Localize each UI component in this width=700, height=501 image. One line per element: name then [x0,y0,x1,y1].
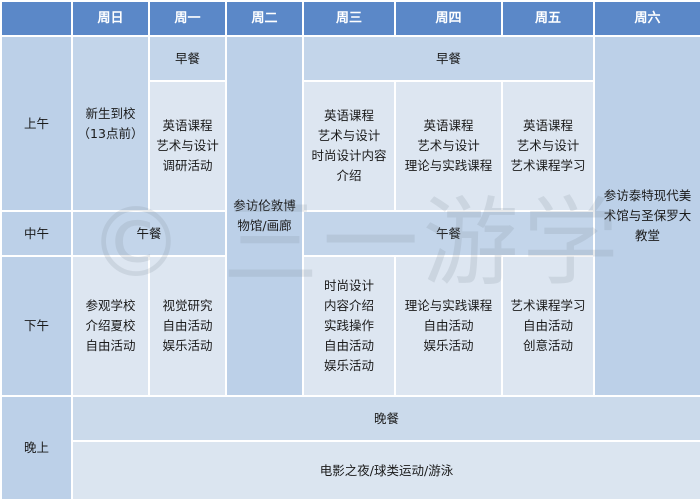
cell-sun-morning: 新生到校（13点前） [71,35,150,212]
cell-mon-breakfast: 早餐 [148,35,227,82]
header-corner [0,0,73,37]
cell-wed-afternoon: 时尚设计内容介绍实践操作自由活动娱乐活动 [302,255,396,397]
period-morning: 上午 [0,35,73,212]
cell-wed-morning: 英语课程艺术与设计时尚设计内容介绍 [302,80,396,212]
header-day-sat: 周六 [593,0,700,37]
cell-text: 参访伦敦博物馆/画廊 [233,198,296,233]
cell-dinner: 晚餐 [71,395,700,442]
cell-mon-afternoon: 视觉研究自由活动娱乐活动 [148,255,227,397]
cell-text: 英语课程艺术与设计艺术课程学习 [510,118,586,173]
period-afternoon: 下午 [0,255,73,397]
cell-text: 理论与实践课程自由活动娱乐活动 [404,298,493,353]
period-noon: 中午 [0,210,73,257]
header-day-sun: 周日 [71,0,150,37]
cell-text: 英语课程艺术与设计理论与实践课程 [404,118,493,173]
cell-text: 参观学校介绍夏校自由活动 [85,298,136,353]
header-row: 周日 周一 周二 周三 周四 周五 周六 [0,0,700,37]
header-day-tue: 周二 [225,0,304,37]
cell-text: 视觉研究自由活动娱乐活动 [162,298,213,353]
cell-text: 艺术课程学习自由活动创意活动 [510,298,586,353]
header-day-thu: 周四 [394,0,503,37]
cell-text: 英语课程艺术与设计调研活动 [156,118,219,173]
cell-tue-allday: 参访伦敦博物馆/画廊 [225,35,304,397]
cell-sun-afternoon: 参观学校介绍夏校自由活动 [71,255,150,397]
cell-thu-afternoon: 理论与实践课程自由活动娱乐活动 [394,255,503,397]
cell-mon-morning: 英语课程艺术与设计调研活动 [148,80,227,212]
cell-text: 英语课程艺术与设计时尚设计内容介绍 [311,108,387,183]
cell-evening-activities: 电影之夜/球类运动/游泳 [71,440,700,501]
cell-text: 时尚设计内容介绍实践操作自由活动娱乐活动 [323,278,374,373]
cell-sun-mon-lunch: 午餐 [71,210,227,257]
period-evening: 晚上 [0,395,73,501]
header-day-wed: 周三 [302,0,396,37]
cell-wed-fri-lunch: 午餐 [302,210,595,257]
cell-thu-morning: 英语课程艺术与设计理论与实践课程 [394,80,503,212]
cell-text: 新生到校（13点前） [77,105,144,141]
cell-text: 参访泰特现代美术馆与圣保罗大教堂 [603,188,692,243]
cell-fri-afternoon: 艺术课程学习自由活动创意活动 [501,255,595,397]
cell-wed-fri-breakfast: 早餐 [302,35,595,82]
header-day-fri: 周五 [501,0,595,37]
cell-sat-allday: 参访泰特现代美术馆与圣保罗大教堂 [593,35,700,397]
header-day-mon: 周一 [148,0,227,37]
cell-fri-morning: 英语课程艺术与设计艺术课程学习 [501,80,595,212]
